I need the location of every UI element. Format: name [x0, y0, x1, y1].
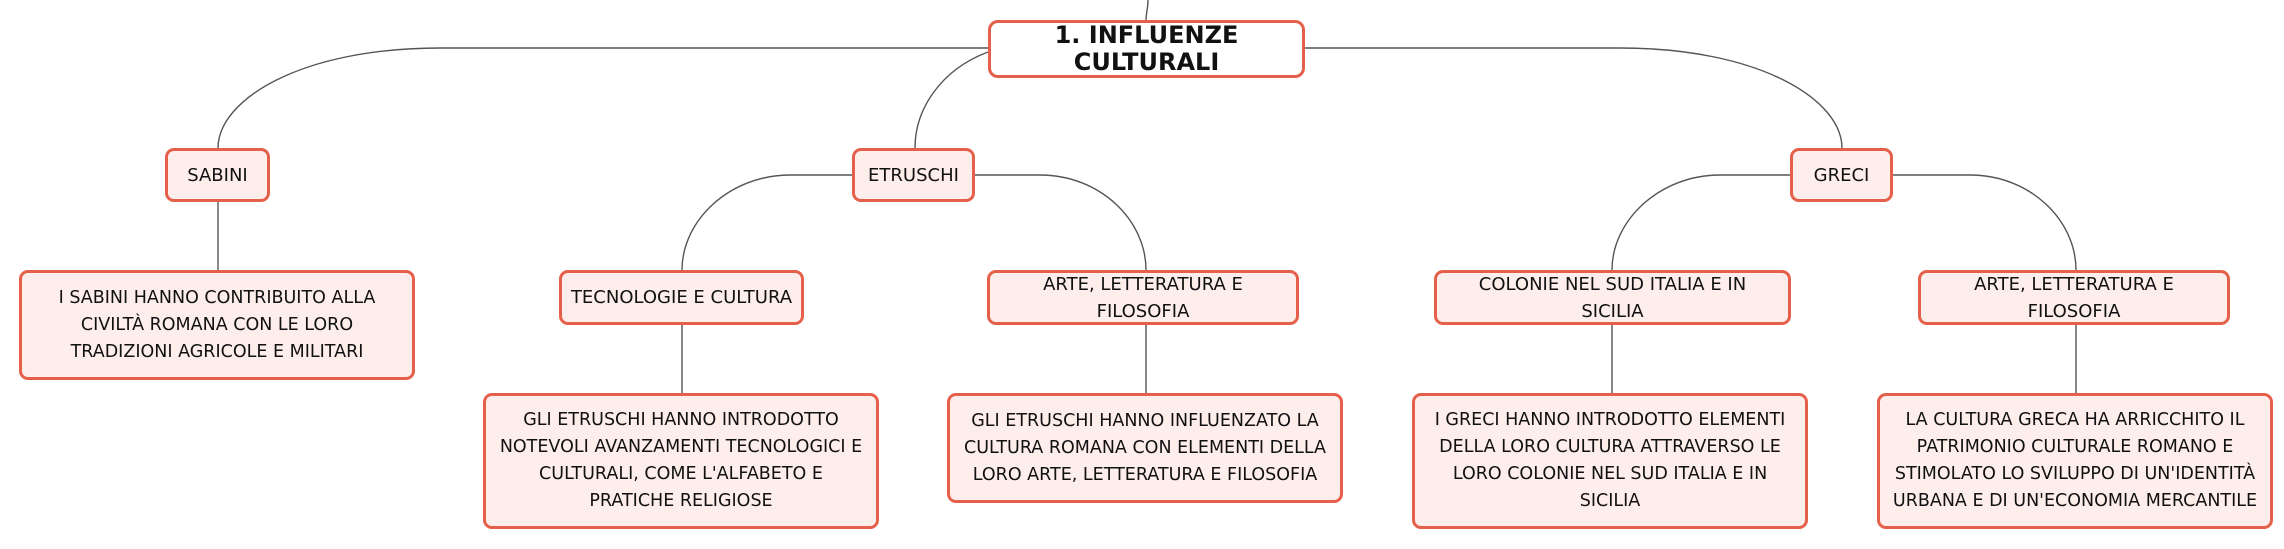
connector-etruschi-tecnologie [681, 174, 852, 271]
connector-root-sabini [217, 47, 988, 149]
leaf-greci-arte-text: LA CULTURA GRECA HA ARRICCHITO IL PATRIM… [1892, 410, 2258, 511]
leaf-sabini[interactable]: I SABINI HANNO CONTRIBUITO ALLA CIVILTÀ … [19, 270, 415, 380]
node-tecnologie-cultura[interactable]: TECNOLOGIE E CULTURA [559, 270, 804, 325]
node-tecnologie-cultura-label: TECNOLOGIE E CULTURA [570, 287, 793, 308]
node-greci[interactable]: GRECI [1790, 148, 1893, 202]
leaf-sabini-text: I SABINI HANNO CONTRIBUITO ALLA CIVILTÀ … [58, 287, 376, 362]
node-etruschi-label: ETRUSCHI [868, 164, 959, 186]
node-etruschi-arte[interactable]: ARTE, LETTERATURA E FILOSOFIA [987, 270, 1299, 325]
node-etruschi[interactable]: ETRUSCHI [852, 148, 975, 202]
node-etruschi-arte-label: ARTE, LETTERATURA E FILOSOFIA [1043, 273, 1243, 322]
node-colonie-label: COLONIE NEL SUD ITALIA E IN SICILIA [1478, 273, 1747, 322]
connector-root-greci [1305, 47, 1843, 149]
connector-etruschi-arte [975, 174, 1147, 271]
root-node-label: 1. INFLUENZE CULTURALI [1054, 21, 1239, 76]
connector-root-etruschi [914, 51, 989, 149]
node-colonie[interactable]: COLONIE NEL SUD ITALIA E IN SICILIA [1434, 270, 1791, 325]
leaf-etruschi-arte-text: GLI ETRUSCHI HANNO INFLUENZATO LA CULTUR… [963, 410, 1327, 485]
node-sabini-label: SABINI [187, 164, 248, 186]
root-node[interactable]: 1. INFLUENZE CULTURALI [988, 20, 1305, 78]
node-greci-arte-label: ARTE, LETTERATURA E FILOSOFIA [1974, 273, 2174, 322]
connector-greci-colonie [1611, 174, 1790, 271]
node-greci-arte[interactable]: ARTE, LETTERATURA E FILOSOFIA [1918, 270, 2230, 325]
connector-parent-root [1145, 0, 1149, 21]
leaf-tecnologie-cultura-text: GLI ETRUSCHI HANNO INTRODOTTO NOTEVOLI A… [499, 410, 863, 511]
leaf-colonie-text: I GRECI HANNO INTRODOTTO ELEMENTI DELLA … [1434, 410, 1786, 511]
leaf-etruschi-arte[interactable]: GLI ETRUSCHI HANNO INFLUENZATO LA CULTUR… [947, 393, 1343, 503]
leaf-greci-arte[interactable]: LA CULTURA GRECA HA ARRICCHITO IL PATRIM… [1877, 393, 2273, 529]
leaf-colonie[interactable]: I GRECI HANNO INTRODOTTO ELEMENTI DELLA … [1412, 393, 1808, 529]
node-greci-label: GRECI [1813, 164, 1870, 186]
connector-greci-arte [1893, 174, 2077, 271]
node-sabini[interactable]: SABINI [165, 148, 270, 202]
leaf-tecnologie-cultura[interactable]: GLI ETRUSCHI HANNO INTRODOTTO NOTEVOLI A… [483, 393, 879, 529]
